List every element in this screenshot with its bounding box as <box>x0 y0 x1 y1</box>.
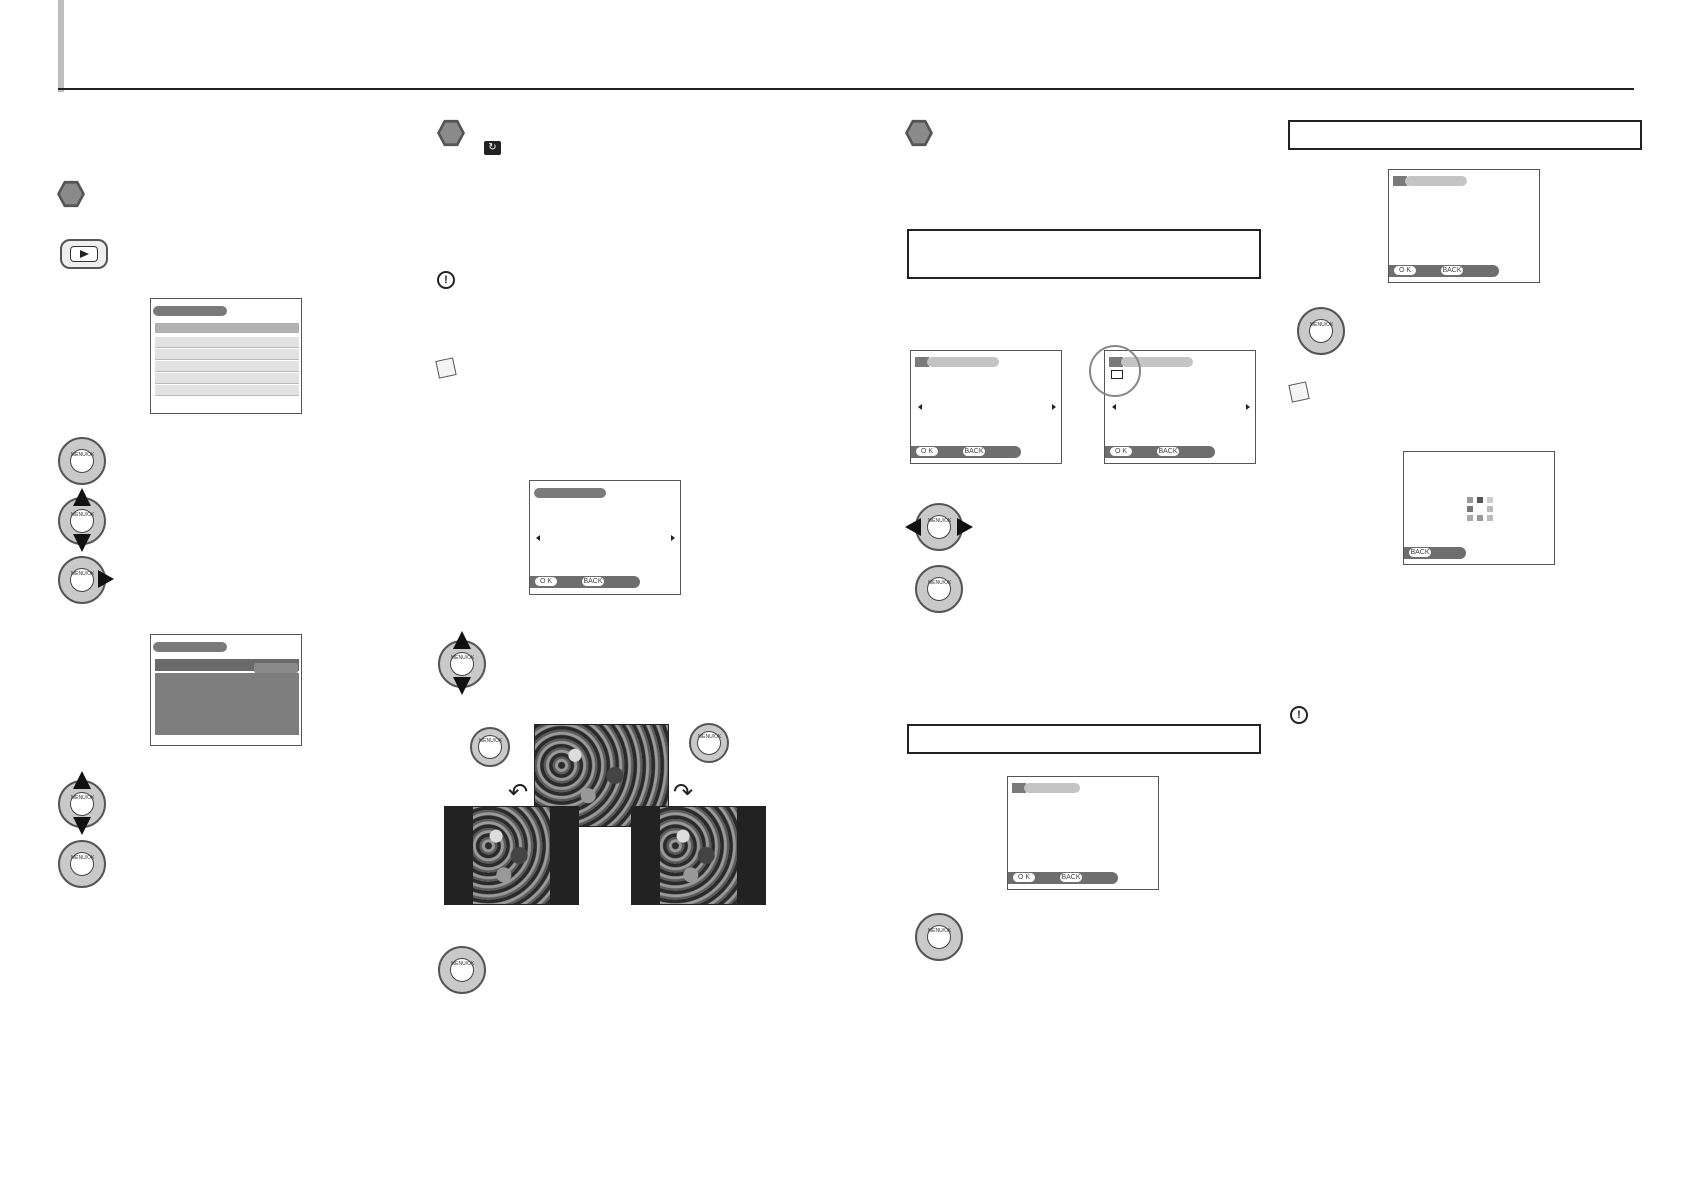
menu-row-selected <box>155 323 299 333</box>
lcd-protect-all: O K BACK <box>1007 776 1159 890</box>
ok-pill: O K <box>1013 873 1035 882</box>
menu-ok-label: MENU/OK <box>927 577 951 601</box>
menu-ok-button[interactable]: MENU/OK <box>58 437 106 485</box>
rotate-icon: ↻ <box>484 141 501 155</box>
rotated-photo-right-frame <box>631 806 766 905</box>
arrow-right-icon <box>957 518 973 536</box>
step-hexagon-icon <box>57 180 85 208</box>
menu-ok-label: MENU/OK <box>70 792 94 816</box>
menu-ok-label: MENU/OK <box>927 925 951 949</box>
key-icon <box>915 357 929 367</box>
arrow-right-icon <box>671 535 675 541</box>
menu-row <box>155 385 299 396</box>
ok-pill: O K <box>1110 447 1132 456</box>
menu-ok-label: MENU/OK <box>450 652 474 676</box>
menu-title-bar <box>1121 357 1193 367</box>
ok-pill: O K <box>1394 266 1416 275</box>
info-box <box>1288 120 1642 150</box>
dpad-down-button: MENU/OK <box>689 723 729 763</box>
lcd-unprotect-all: O K BACK <box>1388 169 1540 283</box>
arrow-up-icon <box>73 488 91 506</box>
menu-ok-label: MENU/OK <box>70 852 94 876</box>
caution-icon: ! <box>437 271 455 289</box>
back-pill: BACK <box>1060 873 1082 882</box>
arrow-down-icon <box>453 677 471 695</box>
menu-ok-button[interactable]: MENU/OK <box>915 565 963 613</box>
menu-title-bar <box>927 357 999 367</box>
menu-ok-button[interactable]: MENU/OK <box>1297 307 1345 355</box>
arrow-down-icon <box>73 534 91 552</box>
arrow-right-icon <box>1246 404 1250 410</box>
menu-title-bar <box>1405 176 1467 186</box>
menu-row <box>155 337 299 348</box>
menu-title-bar <box>153 642 227 652</box>
menu-row <box>155 373 299 384</box>
playback-button[interactable] <box>60 239 108 269</box>
menu-title-bar <box>534 488 606 498</box>
menu-row <box>155 349 299 360</box>
arrow-right-icon <box>1052 404 1056 410</box>
ok-pill: O K <box>535 577 557 586</box>
back-pill: BACK <box>1157 447 1179 456</box>
menu-ok-button[interactable]: MENU/OK <box>915 913 963 961</box>
lcd-processing: BACK <box>1403 451 1555 565</box>
photo-rotated-right <box>659 806 738 905</box>
lcd-rotate: O K BACK <box>529 480 681 595</box>
dpad-left-right-button[interactable]: MENU/OK <box>915 503 963 551</box>
submenu-option <box>254 663 298 673</box>
menu-title-bar <box>1024 783 1080 793</box>
menu-body <box>155 673 299 735</box>
rotate-arrow-left-icon: ↶ <box>508 779 529 806</box>
back-pill: BACK <box>582 577 604 586</box>
memo-icon <box>1288 381 1310 403</box>
photo-rotated-left <box>472 806 551 905</box>
back-pill: BACK <box>1409 548 1431 557</box>
header-accent-bar <box>58 0 64 92</box>
ok-pill: O K <box>916 447 938 456</box>
play-icon <box>70 246 98 262</box>
loading-icon <box>1467 497 1493 521</box>
lcd-protect-unprotected: O K BACK <box>910 350 1062 464</box>
menu-ok-label: MENU/OK <box>70 449 94 473</box>
memo-icon <box>435 357 457 379</box>
arrow-right-icon <box>98 570 114 588</box>
info-box <box>907 724 1261 754</box>
menu-row <box>155 361 299 372</box>
menu-ok-label: MENU/OK <box>697 731 721 755</box>
lcd-playback-menu <box>150 298 302 414</box>
arrow-left-icon <box>918 404 922 410</box>
key-icon <box>1012 783 1026 793</box>
arrow-left-icon <box>905 518 921 536</box>
menu-ok-label: MENU/OK <box>927 515 951 539</box>
arrow-down-icon <box>73 817 91 835</box>
arrow-up-icon <box>453 631 471 649</box>
header-rule <box>58 88 1634 90</box>
info-box <box>907 229 1261 279</box>
step-hexagon-icon <box>437 119 465 147</box>
menu-ok-label: MENU/OK <box>70 568 94 592</box>
menu-ok-label: MENU/OK <box>70 509 94 533</box>
lcd-submenu <box>150 634 302 746</box>
rotated-photo-left-frame <box>444 806 579 905</box>
menu-title-bar <box>153 306 227 316</box>
back-pill: BACK <box>963 447 985 456</box>
arrow-up-icon <box>73 771 91 789</box>
caution-icon: ! <box>1290 706 1308 724</box>
highlight-circle <box>1089 345 1141 397</box>
back-pill: BACK <box>1441 266 1463 275</box>
step-hexagon-icon <box>905 119 933 147</box>
rotate-arrow-right-icon: ↷ <box>673 779 694 806</box>
dpad-up-button: MENU/OK <box>470 727 510 767</box>
arrow-left-icon <box>536 535 540 541</box>
menu-ok-label: MENU/OK <box>1309 319 1333 343</box>
key-icon <box>1393 176 1407 186</box>
arrow-left-icon <box>1112 404 1116 410</box>
menu-ok-label: MENU/OK <box>450 958 474 982</box>
menu-ok-button[interactable]: MENU/OK <box>438 946 486 994</box>
menu-ok-button[interactable]: MENU/OK <box>58 840 106 888</box>
menu-ok-label: MENU/OK <box>478 735 502 759</box>
